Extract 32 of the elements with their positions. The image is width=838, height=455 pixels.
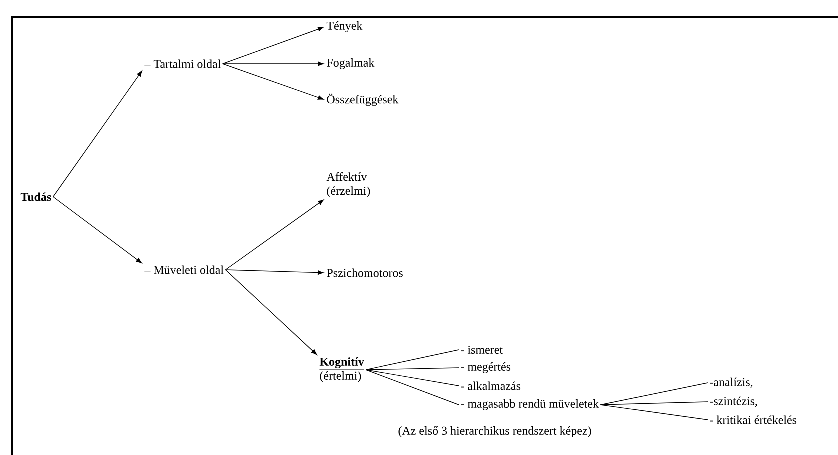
term-text: -szintézis, [710,396,758,408]
arrow [225,270,318,356]
arrow [222,27,324,64]
term-text: Pszichomotoros [327,268,403,278]
term-text: – Müveleti oldal [144,266,224,274]
arrow [222,64,324,100]
term-text: - magasabb rendü müveletek [461,400,599,410]
term-text: Affektív (érzelmi) [326,172,370,198]
arrow [225,200,324,270]
term-text: -analízis, [710,378,753,388]
arrow [52,196,142,264]
term-text: Fogalmak [327,58,375,70]
branch-line [600,404,708,420]
arrow [222,62,324,66]
category-heading: Kognitív (értelmi) [320,358,365,382]
term-text: - kritikai értékelés [710,416,797,424]
arrow [52,70,142,198]
note-text: (Az első 3 hierarchikus rendszert képez) [398,426,592,438]
term-text: – Tartalmi oldal [144,60,221,68]
root-term: Tudás [20,192,52,202]
branch-line [366,368,460,370]
branch-line [366,370,460,386]
term-text: Tények [326,22,363,32]
branch-line [600,402,708,406]
term-text: - megértés [461,362,511,374]
term-text: Összefüggések [327,94,399,106]
term-text: - alkalmazás [461,382,521,390]
arrow [225,270,324,276]
term-text: - ismeret [461,346,503,354]
branch-line [600,382,708,406]
branch-line [366,350,460,370]
branch-line [366,370,460,406]
